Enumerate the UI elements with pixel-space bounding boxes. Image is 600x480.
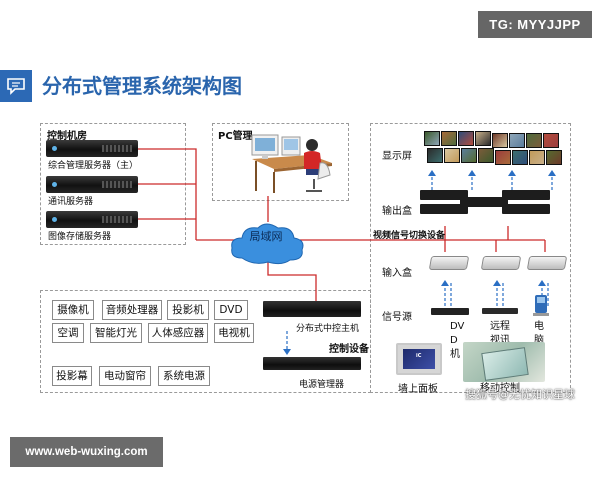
server-label: 图像存储服务器 (48, 232, 112, 242)
screen-tile (478, 148, 494, 163)
device-motion-sensor: 人体感应器 (148, 323, 208, 343)
video-conference-device (482, 308, 518, 314)
power-manager-label: 电源管理器 (299, 380, 345, 390)
server-unit (46, 140, 138, 157)
screen-tile (458, 131, 474, 146)
screen-tile (526, 133, 542, 148)
device-dvd: DVD (214, 300, 248, 320)
wall-panel-device: iC (396, 343, 442, 375)
screen-tile (529, 150, 545, 165)
mobile-control-photo (463, 342, 545, 382)
server-unit (46, 211, 138, 228)
input-box-device (428, 256, 470, 270)
mobile-control-label: 移动控制 (480, 383, 520, 394)
pc-management-panel (212, 123, 349, 201)
device-audio-processor: 音频处理器 (102, 300, 162, 320)
device-electric-curtain: 电动窗帘 (99, 366, 151, 386)
output-box-device (420, 204, 468, 214)
lan-cloud-icon (231, 223, 304, 265)
sohu-watermark: 搜狐号@无忧知识星球 (465, 388, 575, 401)
distributed-central-host-device (263, 301, 361, 317)
output-box-device (502, 204, 550, 214)
screen-tile (475, 131, 491, 146)
control-equipment-title: 控制设备 (329, 344, 369, 355)
screen-tile (512, 150, 528, 165)
screen-tile (461, 148, 477, 163)
device-camera: 摄像机 (52, 300, 94, 320)
wall-panel-label: 墙上面板 (398, 384, 438, 395)
display-screen-wall (424, 131, 562, 169)
input-box-device (526, 256, 568, 270)
device-projector: 投影机 (167, 300, 209, 320)
input-box-device (480, 256, 522, 270)
source-remote-video-label: 远程 视讯 (490, 321, 510, 346)
output-box-device (460, 197, 508, 207)
device-television: 电视机 (214, 323, 254, 343)
control-room-title: 控制机房 (47, 131, 87, 142)
page-title: 分布式管理系统架构图 (42, 74, 242, 98)
device-smart-lighting: 智能灯光 (90, 323, 142, 343)
lan-label: 局域网 (249, 230, 283, 243)
screen-tile (543, 133, 559, 148)
screen-tile (509, 133, 525, 148)
device-system-power: 系统电源 (158, 366, 210, 386)
screen-tile (444, 148, 460, 163)
output-box-device (502, 190, 550, 200)
source-dvd-label: DV D机 (450, 321, 465, 360)
power-manager-device (263, 357, 361, 370)
screen-tile (424, 131, 440, 146)
dvd-player-device (431, 308, 469, 315)
video-switch-title: 视频信号切换设备 (373, 231, 446, 241)
device-projection-screen: 投影幕 (52, 366, 92, 386)
display-label: 显示屏 (382, 151, 412, 162)
server-unit (46, 176, 138, 193)
pc-management-title: PC管理 (218, 131, 253, 142)
control-equipment-panel (40, 290, 371, 393)
screen-tile (546, 150, 562, 165)
input-box-label: 输入盒 (382, 268, 412, 279)
screen-tile (427, 148, 443, 163)
chat-bubble-icon (0, 70, 32, 102)
web-watermark-badge: www.web-wuxing.com (10, 437, 163, 467)
display-system-panel (370, 123, 571, 393)
signal-source-label: 信号源 (382, 312, 412, 323)
screen-tile (441, 131, 457, 146)
server-label: 综合管理服务器（主） (48, 161, 139, 171)
server-label: 通讯服务器 (48, 197, 94, 207)
source-computer-label: 电 脑 (534, 321, 544, 346)
screen-tile (492, 133, 508, 148)
central-host-label: 分布式中控主机 (296, 324, 360, 334)
device-air-conditioner: 空调 (52, 323, 84, 343)
output-box-label: 输出盒 (382, 206, 412, 217)
tg-watermark-badge: TG: MYYJJPP (478, 11, 592, 38)
screen-tile (495, 150, 511, 165)
output-box-device (420, 190, 468, 200)
